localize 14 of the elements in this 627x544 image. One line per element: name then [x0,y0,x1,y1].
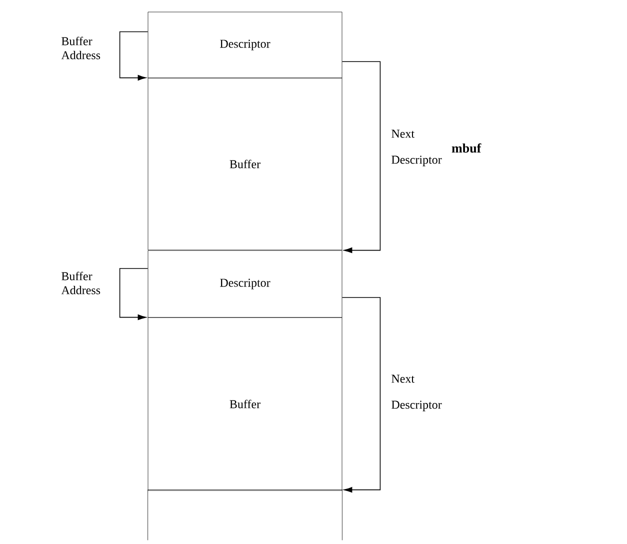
buffer-box: Descriptor [148,250,342,318]
edge-label: Next Descriptor [392,130,442,166]
bracket-arrow [119,31,148,81]
diagram-label: mbuf [452,143,482,153]
buffer-box: Buffer [148,317,342,491]
bracket-arrow [342,297,381,493]
open-box [148,490,342,540]
bracket-arrow [342,61,381,254]
buffer-box: Buffer [148,78,342,250]
bracket-arrow [119,268,148,320]
edge-label: Next Descriptor [392,374,442,412]
edge-label: Buffer Address [61,272,100,294]
edge-label: Buffer Address [61,36,100,60]
buffer-box: Descriptor [148,12,342,78]
